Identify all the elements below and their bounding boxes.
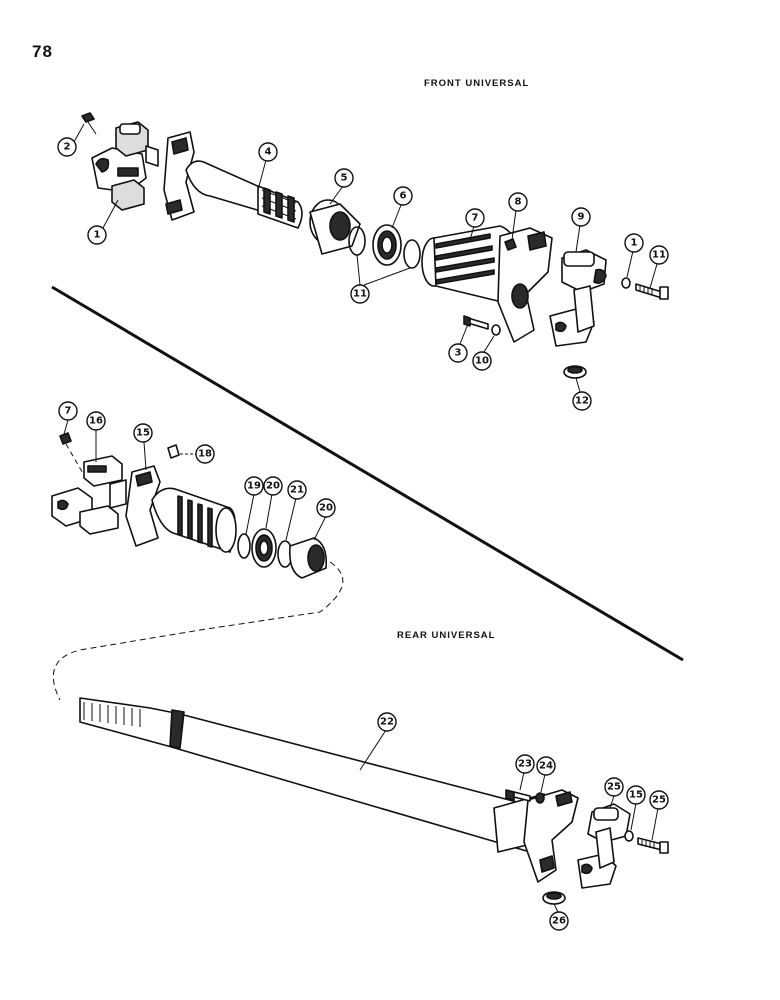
svg-text:23: 23 (518, 759, 532, 770)
callout-16: 7 (58, 401, 78, 421)
callout-24: 23 (515, 754, 535, 774)
svg-text:15: 15 (136, 428, 150, 439)
svg-text:25: 25 (652, 795, 666, 806)
callout-10: 3 (448, 343, 468, 363)
svg-text:1: 1 (631, 238, 638, 249)
callout-1-front-right: 9 (571, 207, 591, 227)
dashed-assembly-line (52, 561, 344, 701)
callout-2: 2 (57, 137, 77, 157)
part-grease-fitting-front (81, 112, 97, 135)
svg-text:7: 7 (65, 406, 72, 417)
part-bolt-12 (635, 283, 669, 300)
callout-1-front-left: 1 (87, 225, 107, 245)
svg-text:15: 15 (629, 790, 643, 801)
svg-text:2: 2 (64, 142, 71, 153)
callout-4: 4 (258, 142, 278, 162)
part-bolt-26 (637, 837, 669, 854)
svg-text:21: 21 (290, 485, 304, 496)
svg-text:22: 22 (380, 717, 394, 728)
callout-8: 7 (465, 208, 485, 228)
svg-text:12: 12 (575, 396, 589, 407)
callout-18: 15 (133, 423, 153, 443)
svg-text:5: 5 (341, 173, 348, 184)
part-universal-joint-front-right (549, 249, 607, 347)
callout-15-rear-left: 16 (86, 411, 106, 431)
front-universal-title: FRONT UNIVERSAL (424, 78, 530, 89)
svg-text:18: 18 (198, 449, 212, 460)
callout-12: 11 (649, 245, 669, 265)
part-bolt-24 (505, 789, 531, 802)
part-sleeve (309, 199, 361, 255)
callout-23: 22 (377, 712, 397, 732)
callout-7: 11 (350, 284, 370, 304)
part-grease-fitting-19 (167, 444, 196, 459)
callout-5: 5 (334, 168, 354, 188)
svg-text:10: 10 (475, 356, 489, 367)
svg-text:4: 4 (265, 147, 272, 158)
section-divider-line (51, 285, 684, 662)
part-washer-25-left (535, 792, 545, 804)
part-snap-ring-2 (403, 239, 421, 269)
callout-6: 6 (393, 186, 413, 206)
part-bearing-cup-17 (542, 891, 566, 905)
part-universal-joint-rear-right (577, 803, 631, 889)
callout-20-a: 19 (244, 476, 264, 496)
svg-text:8: 8 (515, 197, 522, 208)
callout-11-top: 1 (624, 233, 644, 253)
callout-11-bottom: 10 (472, 351, 492, 371)
part-bolt-10 (463, 315, 489, 330)
callout-25-left: 24 (536, 756, 556, 776)
svg-text:19: 19 (247, 481, 261, 492)
rear-universal-title: REAR UNIVERSAL (397, 630, 496, 641)
svg-text:7: 7 (472, 213, 479, 224)
callout-22: 20 (316, 498, 336, 518)
svg-text:20: 20 (266, 481, 280, 492)
callout-15-rear-right: 25 (604, 777, 624, 797)
part-bearing-cup-3 (563, 365, 587, 379)
svg-text:24: 24 (539, 761, 553, 772)
part-bearing-21 (251, 528, 277, 568)
part-grease-fitting-9 (504, 238, 517, 251)
part-washer-11-bottom (491, 324, 501, 336)
svg-text:20: 20 (319, 503, 333, 514)
part-yoke-splined-shaft (163, 131, 303, 229)
svg-text:1: 1 (94, 230, 101, 241)
callout-3: 12 (572, 391, 592, 411)
callout-17: 26 (549, 911, 569, 931)
svg-text:11: 11 (652, 250, 666, 261)
part-washer-25-right (624, 830, 634, 842)
part-slip-yoke (421, 225, 553, 343)
svg-text:26: 26 (552, 916, 566, 927)
svg-text:16: 16 (89, 416, 103, 427)
svg-text:6: 6 (400, 191, 407, 202)
callout-21: 20 (263, 476, 283, 496)
part-sleeve-22 (288, 537, 328, 579)
part-universal-joint-front-left (91, 121, 159, 211)
svg-text:3: 3 (455, 348, 462, 359)
callout-9: 8 (508, 192, 528, 212)
part-universal-joint-rear-left (51, 455, 127, 535)
callout-19: 18 (195, 444, 215, 464)
page-number: 78 (32, 42, 53, 61)
part-yoke-18 (125, 465, 237, 553)
part-washer-11-top (621, 277, 631, 289)
callout-25-right: 15 (626, 785, 646, 805)
leader-lines (63, 123, 659, 913)
callout-20-b: 21 (287, 480, 307, 500)
part-grease-fitting-16 (59, 432, 72, 445)
svg-text:11: 11 (353, 289, 367, 300)
callout-26: 25 (649, 790, 669, 810)
part-bearing (372, 224, 402, 266)
svg-text:25: 25 (607, 782, 621, 793)
part-drive-shaft-23 (79, 697, 579, 883)
part-snap-ring-20-a (237, 533, 251, 559)
svg-text:9: 9 (578, 212, 585, 223)
